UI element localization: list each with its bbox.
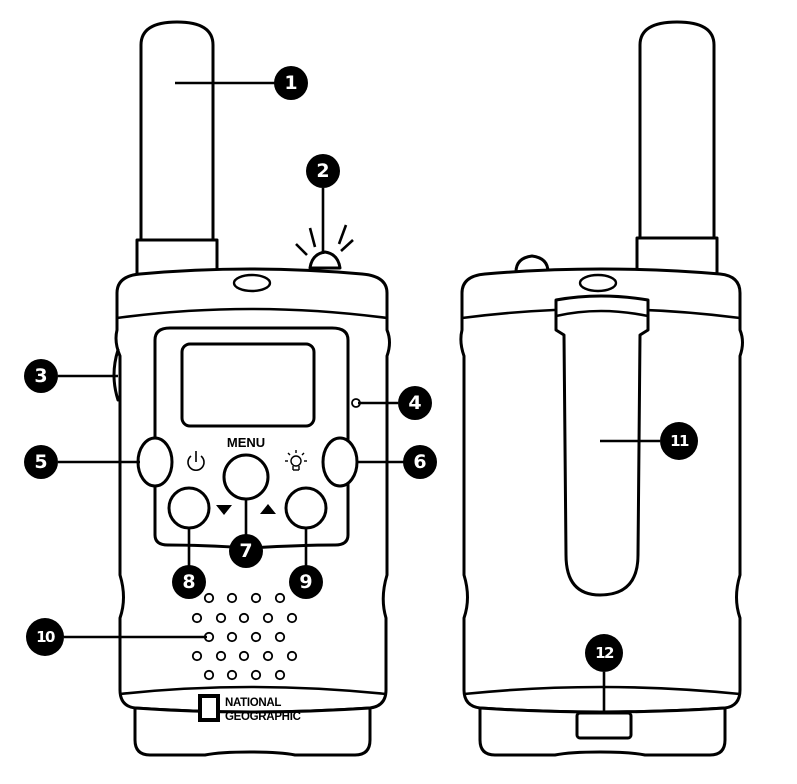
callout-badge-12: 12 — [585, 634, 623, 672]
callout-badge-8: 8 — [172, 565, 206, 599]
lcd-screen — [180, 342, 316, 428]
menu-label: MENU — [227, 435, 265, 450]
svg-text:12: 12 — [595, 644, 614, 662]
callout-badge-7: 7 — [229, 534, 263, 568]
svg-text:4: 4 — [408, 392, 421, 414]
back-top-hole — [578, 273, 618, 293]
down-button[interactable] — [167, 486, 211, 530]
front-view: MENU — [112, 20, 391, 757]
callout-leaders — [58, 81, 660, 713]
callout-badge-1: 1 — [274, 66, 308, 100]
svg-text:9: 9 — [299, 571, 312, 593]
national-geographic-logo-icon — [198, 694, 220, 722]
callout-badge-6: 6 — [403, 445, 437, 479]
callout-badge-11: 11 — [660, 422, 698, 460]
back-flashlight-nub — [514, 254, 550, 274]
callout-badge-9: 9 — [289, 565, 323, 599]
callout-badge-5: 5 — [24, 445, 58, 479]
right-side-button[interactable] — [321, 436, 359, 488]
battery-latch[interactable] — [575, 711, 633, 740]
back-view — [459, 20, 744, 757]
left-side-button[interactable] — [136, 436, 174, 488]
brand-line-1: NATIONAL — [225, 697, 281, 709]
svg-text:7: 7 — [239, 540, 252, 562]
svg-text:8: 8 — [182, 571, 195, 593]
svg-text:5: 5 — [34, 451, 47, 473]
up-button[interactable] — [284, 486, 328, 530]
flashlight-lens — [308, 250, 342, 270]
callout-badge-3: 3 — [24, 359, 58, 393]
menu-button[interactable] — [222, 453, 270, 501]
front-antenna — [135, 20, 219, 280]
svg-text:11: 11 — [670, 432, 689, 450]
callout-badge-4: 4 — [398, 386, 432, 420]
svg-text:10: 10 — [36, 628, 55, 646]
belt-clip[interactable] — [554, 294, 650, 597]
svg-text:2: 2 — [316, 160, 329, 182]
callout-badge-10: 10 — [26, 618, 64, 656]
light-bulb-icon — [285, 450, 307, 471]
down-arrow-icon — [216, 505, 232, 515]
speaker-grille — [191, 592, 298, 681]
back-antenna — [635, 20, 719, 280]
power-icon — [187, 451, 205, 471]
brand-line-2: GEOGRAPHIC — [225, 711, 301, 723]
up-arrow-icon — [260, 504, 276, 514]
svg-text:3: 3 — [34, 365, 47, 387]
front-top-hole — [232, 273, 272, 293]
flashlight-rays — [295, 224, 354, 256]
front-base — [133, 706, 372, 757]
callout-badge-2: 2 — [306, 154, 340, 188]
svg-text:1: 1 — [284, 72, 297, 94]
svg-text:6: 6 — [413, 451, 426, 473]
